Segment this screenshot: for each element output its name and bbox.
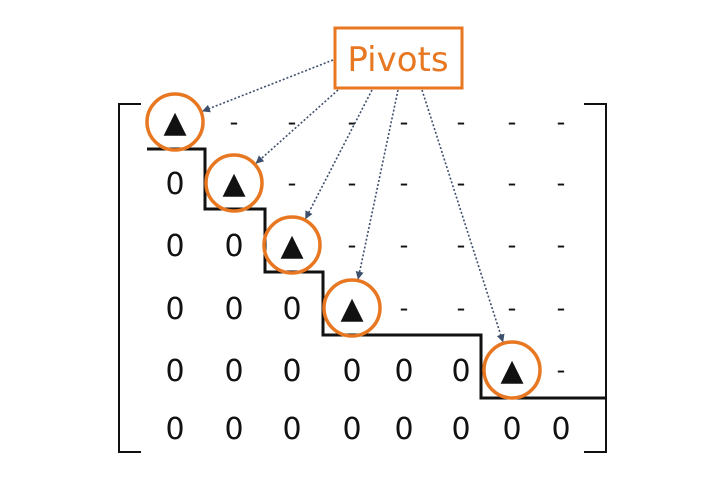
cell-dash-r2c4: -	[348, 169, 357, 197]
pivot-triangle-r2c2: ▲	[222, 166, 245, 201]
pivot-triangle-r4c4: ▲	[340, 291, 363, 326]
pivot-circles	[145, 92, 542, 400]
cell-zero-r3c1: 0	[165, 229, 184, 264]
cell-dash-r2c6: -	[457, 169, 466, 197]
cell-dash-r3c5: -	[400, 231, 409, 259]
cell-zero-r6c2: 0	[224, 412, 243, 447]
cell-dash-r3c8: -	[557, 231, 566, 259]
pivot-circle-5	[482, 340, 542, 400]
pivot-arrows	[201, 59, 505, 343]
cell-zero-r5c1: 0	[165, 354, 184, 389]
cell-zero-r6c4: 0	[342, 412, 361, 447]
cell-zero-r6c6: 0	[451, 412, 470, 447]
cell-dash-r4c6: -	[457, 294, 466, 322]
cell-zero-r6c8: 0	[551, 412, 570, 447]
cell-dash-r1c5: -	[400, 108, 409, 136]
cell-dash-r2c8: -	[557, 169, 566, 197]
cell-zero-r5c5: 0	[394, 354, 413, 389]
pivot-triangle-r5c7: ▲	[500, 353, 523, 388]
pivot-circle-4	[322, 278, 382, 338]
pivot-circle-3	[262, 215, 322, 275]
right-bracket	[584, 103, 607, 453]
cell-dash-r4c7: -	[508, 294, 517, 322]
cell-dash-r3c4: -	[348, 231, 357, 259]
left-bracket	[118, 103, 141, 453]
cell-zero-r6c7: 0	[502, 412, 521, 447]
cell-dash-r3c6: -	[457, 231, 466, 259]
cell-zero-r4c2: 0	[224, 292, 243, 327]
cell-dash-r2c7: -	[508, 169, 517, 197]
cell-zero-r5c2: 0	[224, 354, 243, 389]
cell-dash-r2c3: -	[288, 169, 297, 197]
cell-zero-r4c3: 0	[282, 292, 301, 327]
cell-zero-r5c6: 0	[451, 354, 470, 389]
cell-dash-r1c7: -	[508, 108, 517, 136]
pivot-circle-2	[204, 153, 264, 213]
cell-zero-r6c1: 0	[165, 412, 184, 447]
cell-zero-r6c5: 0	[394, 412, 413, 447]
cell-dash-r1c4: -	[348, 108, 357, 136]
cell-dash-r2c5: -	[400, 169, 409, 197]
cell-dash-r4c5: -	[400, 294, 409, 322]
cell-dash-r1c6: -	[457, 108, 466, 136]
pivot-arrow-4	[355, 89, 399, 280]
cell-dash-r5c8: -	[557, 356, 566, 384]
pivots-label-text: Pivots	[347, 40, 448, 80]
cell-zero-r3c2: 0	[224, 229, 243, 264]
cell-zero-r5c4: 0	[342, 354, 361, 389]
pivot-arrow-5	[421, 89, 505, 343]
pivot-circle-1	[145, 92, 205, 152]
pivots-label: Pivots	[333, 26, 464, 90]
cell-dash-r3c7: -	[508, 231, 517, 259]
pivot-arrow-2	[255, 89, 339, 164]
pivots-label-box	[333, 26, 464, 90]
cell-zero-r4c1: 0	[165, 292, 184, 327]
pivot-arrow-1	[201, 59, 334, 113]
pivot-triangle-r3c3: ▲	[280, 228, 303, 263]
pivot-triangle-r1c1: ▲	[163, 105, 186, 140]
matrix-brackets	[118, 103, 607, 453]
cell-dash-r1c8: -	[557, 108, 566, 136]
cell-dash-r1c3: -	[288, 108, 297, 136]
cell-zero-r2c1: 0	[165, 167, 184, 202]
cell-dash-r1c2: -	[230, 108, 239, 136]
cell-zero-r5c3: 0	[282, 354, 301, 389]
pivot-arrow-3	[305, 89, 373, 220]
cell-dash-r4c8: -	[557, 294, 566, 322]
cell-zero-r6c3: 0	[282, 412, 301, 447]
